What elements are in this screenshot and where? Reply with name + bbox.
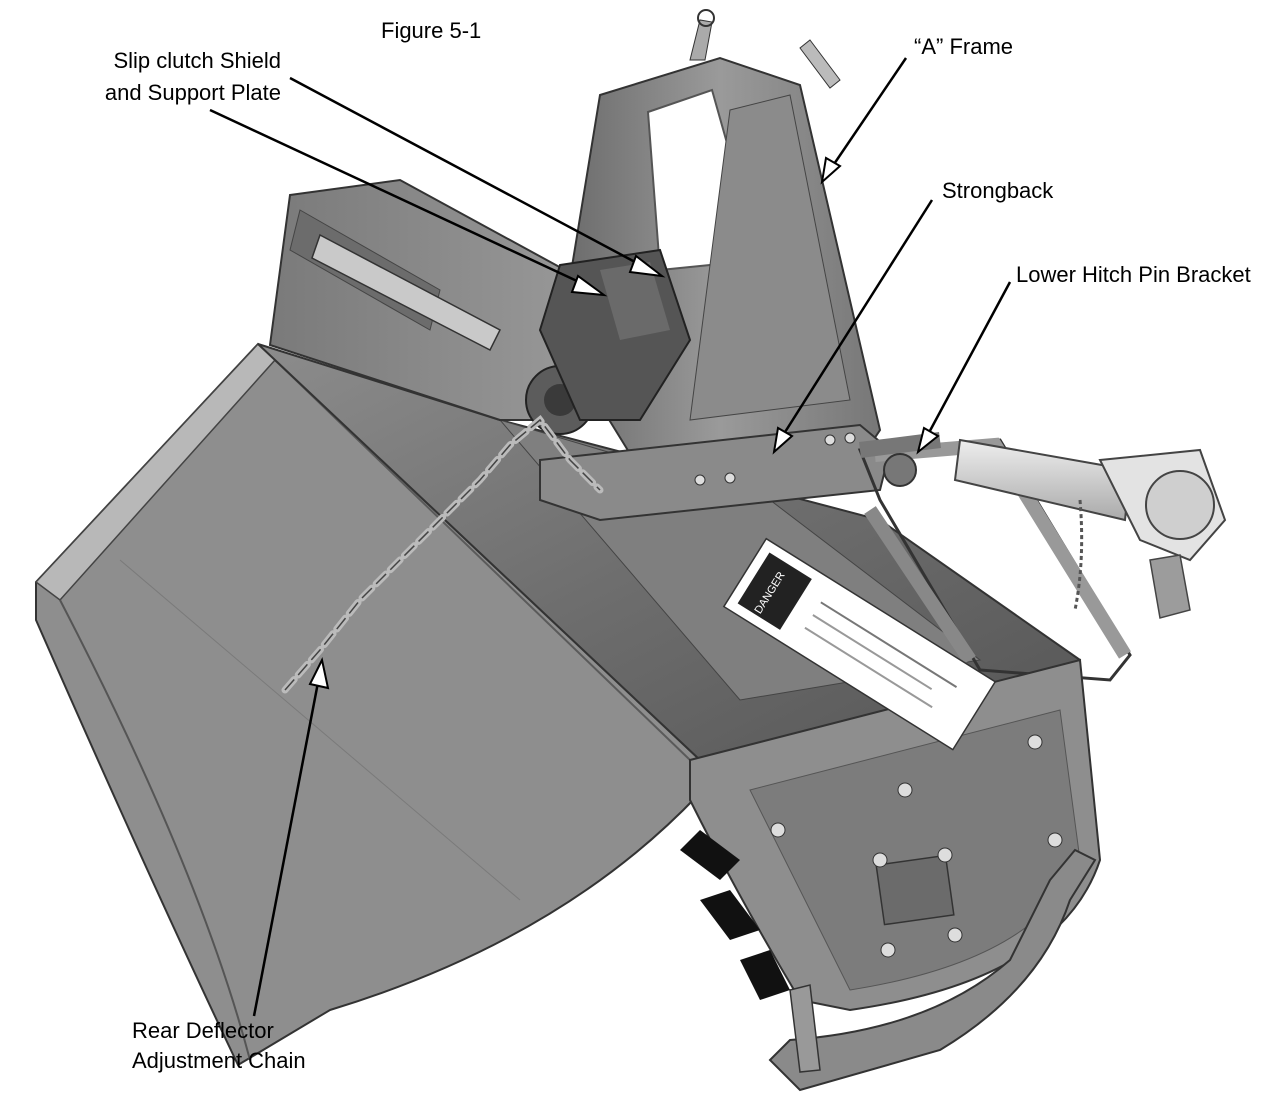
callout-strongback: Strongback	[942, 178, 1053, 204]
leader-a-frame	[828, 57, 908, 171]
callout-lower-hitch: Lower Hitch Pin Bracket	[1016, 262, 1251, 288]
callout-leaders	[209, 57, 1012, 1017]
callout-a-frame: “A” Frame	[914, 34, 1013, 60]
callout-slip-clutch-line2: and Support Plate	[104, 80, 281, 105]
leader-rear-deflector	[252, 671, 322, 1017]
lower-hitch-frame	[857, 432, 1132, 682]
figure-caption-text: Figure 5-1	[381, 18, 482, 43]
danger-decal: DANGER	[722, 537, 997, 751]
callout-rear-deflector-line2: Adjustment Chain	[132, 1048, 306, 1073]
strongback	[539, 423, 892, 522]
leader-strongback	[778, 199, 934, 441]
pto-shaft	[953, 438, 1227, 619]
callout-rear-deflector: Rear Deflector Adjustment Chain	[132, 1018, 306, 1074]
rear-deflector	[34, 342, 702, 1067]
callout-a-frame-text: “A” Frame	[914, 34, 1013, 59]
leader-slip-clutch-2	[209, 108, 593, 290]
skid-shoe	[768, 848, 1097, 1092]
adjustment-chain	[281, 414, 604, 694]
callout-rear-deflector-line1: Rear Deflector	[132, 1018, 274, 1043]
callout-lower-hitch-text: Lower Hitch Pin Bracket	[1016, 262, 1251, 287]
callout-slip-clutch-line1: Slip clutch Shield	[113, 48, 281, 73]
leader-slip-clutch-1	[289, 76, 651, 272]
callout-strongback-text: Strongback	[942, 178, 1054, 203]
side-plate	[689, 658, 1102, 1012]
callout-slip-clutch: Slip clutch Shield and Support Plate	[16, 48, 281, 106]
figure-caption: Figure 5-1	[381, 18, 481, 44]
top-housing	[268, 178, 622, 435]
callout-arrowheads	[308, 156, 940, 690]
tiller-tines	[680, 830, 790, 1000]
leader-lower-hitch	[923, 281, 1012, 441]
